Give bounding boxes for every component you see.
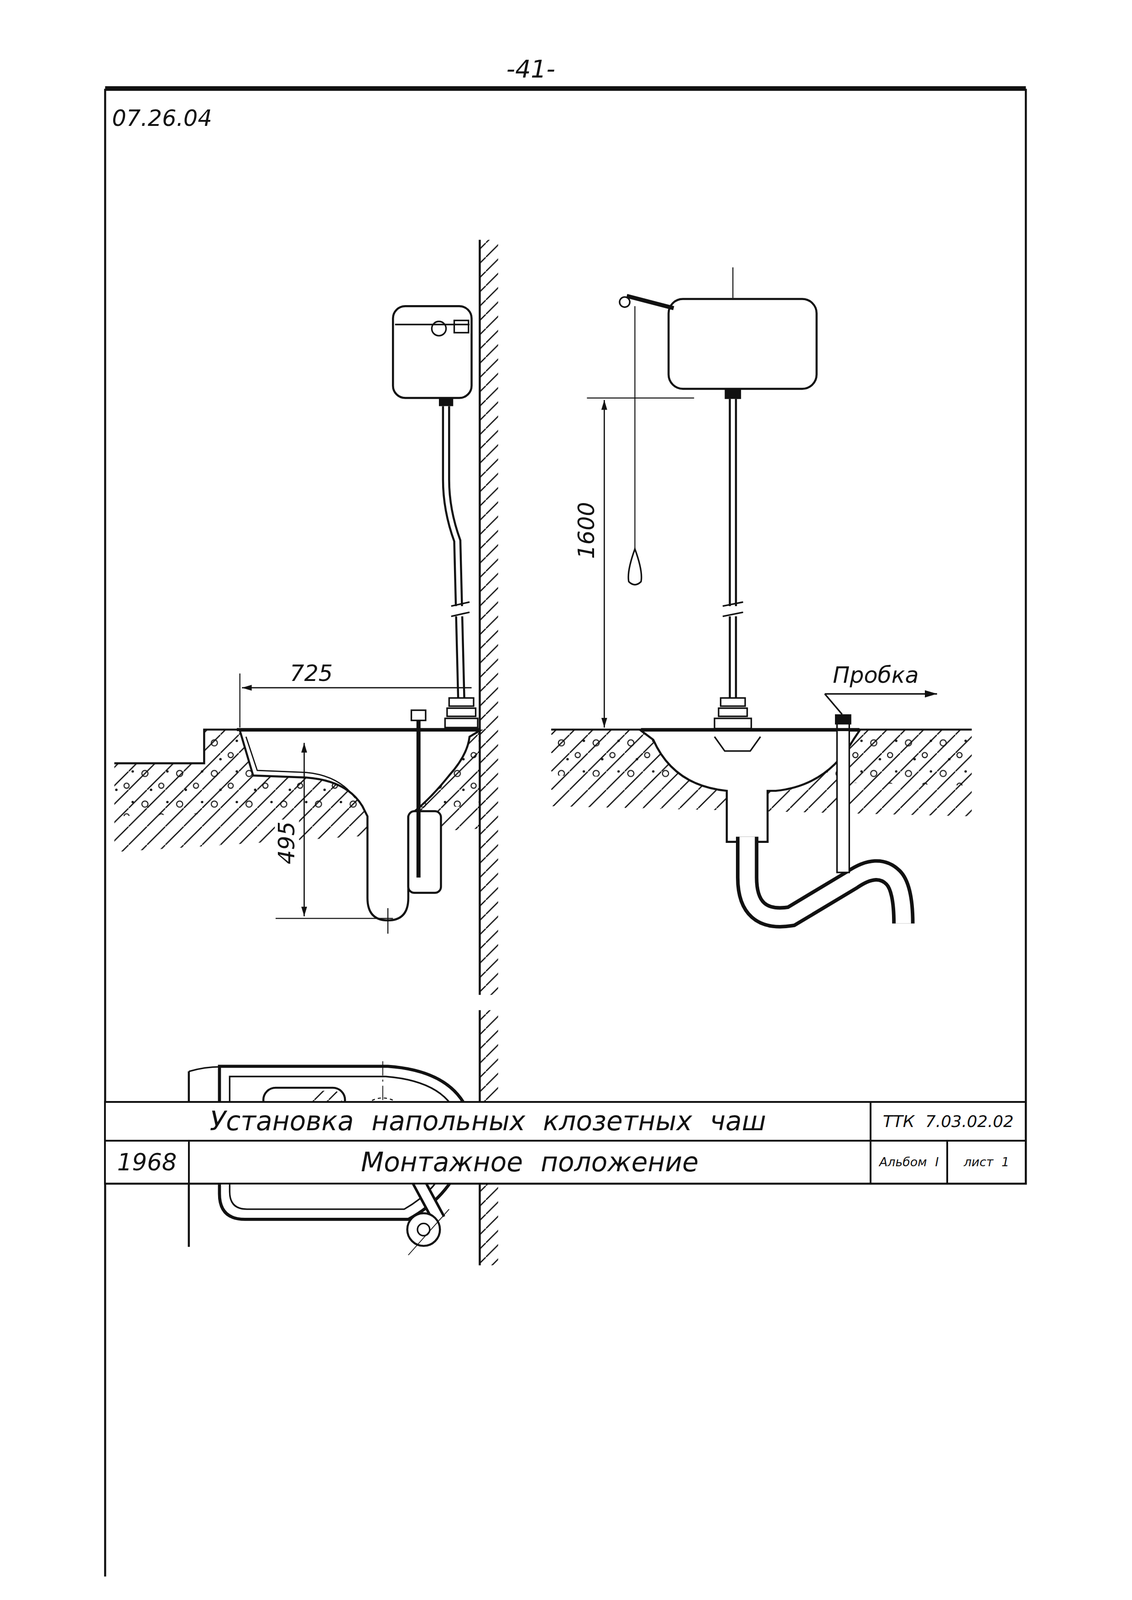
bowl-rim [236,728,480,732]
bowl-inner [245,736,355,799]
title-block-cell: Монтажное положение [187,1140,872,1185]
break-mark [451,602,470,617]
leader-line [824,693,938,695]
floor-line [551,728,972,731]
break-mark [722,602,744,617]
lever-end [619,297,630,308]
coupling [714,718,752,729]
center-line [408,1209,449,1256]
coupling [718,708,748,717]
bowl-section [641,730,860,843]
title-block-text: 1968 [117,1150,178,1175]
extension-line [275,918,393,919]
side-elevation [114,239,499,996]
pull-chain [634,306,636,549]
cistern [668,299,817,390]
bowl-section [239,730,480,921]
frame-left [104,1184,106,1577]
dimension: 1600 [574,500,600,562]
cistern [392,306,472,398]
drawing-code: 07.26.04 [110,106,214,131]
coupling [720,698,746,707]
title-block-cell: ТТК 7.03.02.02 [869,1101,1027,1143]
title-block-cell: лист 1 [946,1140,1027,1185]
title-block-text: Установка напольных клозетных чаш [209,1107,767,1136]
plug [834,714,852,725]
center-mark [387,908,389,934]
dimension-line [603,400,606,728]
outlet-nut [438,398,454,407]
dimension-line [303,743,305,917]
extension-line [586,397,694,399]
pull-handle [628,549,642,585]
wall-line [478,239,481,996]
outlet-nut [724,388,741,399]
dimension: 725 [287,661,335,686]
title-block-text: Монтажное положение [360,1148,699,1177]
bolt [416,712,421,878]
title-block-cell: 1968 [104,1140,190,1185]
title-block-cell: Альбом I [869,1140,949,1185]
cleanout [407,1213,441,1247]
nut [411,710,426,721]
title-block-text: Альбом I [879,1156,939,1169]
flush-pipe [446,406,462,705]
bowl-pedestal [714,736,761,752]
part-name: Пробка [830,663,921,688]
wall-hatch [479,239,498,996]
leader-line [824,693,843,715]
page-number: -41- [504,56,558,83]
coupling [444,718,478,728]
title-block-text: ТТК 7.03.02.02 [882,1113,1014,1131]
frame-top [104,86,1026,90]
s-trap-bore [747,837,904,924]
title-block-text: лист 1 [963,1156,1010,1169]
dimension-line [241,687,472,689]
title-block-cell: Установка напольных клозетных чаш [104,1101,872,1143]
s-trap [747,837,904,924]
flush-lever [626,296,674,309]
cleanout-pipe [836,719,850,873]
extension-line [239,673,241,729]
flush-pipe [728,399,737,705]
float-valve [431,321,446,336]
valve-body [454,320,469,334]
flush-pipe-bore [446,406,462,705]
cleanout-plug [417,1223,430,1237]
center-line [732,267,734,298]
sheet-frame [104,89,1026,1185]
trap-body [408,811,442,894]
coupling [447,708,476,717]
flush-pipe-bore [730,399,736,705]
dimension: 495 [274,819,299,867]
front-elevation [551,267,972,924]
coupling [448,698,474,707]
